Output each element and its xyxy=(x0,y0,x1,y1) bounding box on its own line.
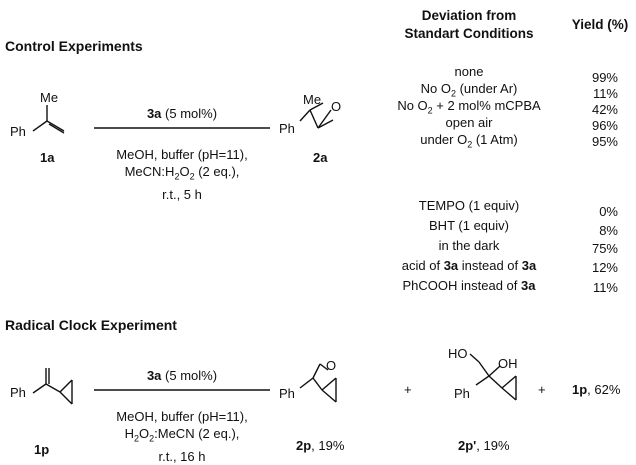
label-2a-ph: Ph xyxy=(279,121,295,136)
compound-label-1p: 1p xyxy=(34,442,50,457)
catalyst-text-1: 3a (5 mol%) xyxy=(146,106,218,121)
label-1p-ph: Ph xyxy=(10,385,26,400)
label-1a-me: Me xyxy=(40,90,59,105)
label-2p-o: O xyxy=(326,358,337,373)
structure-1p xyxy=(32,368,73,405)
label-2pprime-ho: HO xyxy=(448,346,468,361)
header-deviation-line1: Deviation from xyxy=(421,8,517,23)
header-deviation: Deviation from Standart Conditions xyxy=(374,7,564,43)
conditions-2-line2: H2O2:MeCN (2 eq.), xyxy=(124,426,240,444)
label-2a-me: Me xyxy=(303,92,322,107)
label-2pprime-oh: OH xyxy=(498,356,518,371)
deviation-row-3: No O2 + 2 mol% mCPBA xyxy=(397,98,541,116)
structure-2pprime xyxy=(469,353,517,401)
deviation-row-2: No O2 (under Ar) xyxy=(420,81,518,99)
structure-1a xyxy=(32,105,65,134)
conditions-1-line3: r.t., 5 h xyxy=(162,186,202,202)
plus-sign-1: + xyxy=(404,382,412,397)
label-2p-ph: Ph xyxy=(279,386,295,401)
yield-row-7: 8% xyxy=(599,223,618,238)
compound-label-2p: 2p, 19% xyxy=(296,438,345,453)
label-2a-o: O xyxy=(331,99,342,114)
deviation-row-5: under O2 (1 Atm) xyxy=(420,132,518,150)
yield-row-4: 96% xyxy=(591,118,618,133)
conditions-2: MeOH, buffer (pH=11), H2O2:MeCN (2 eq.),… xyxy=(94,408,270,465)
yield-row-2: 11% xyxy=(592,86,618,101)
deviation-row-1: none xyxy=(454,64,484,79)
yield-row-1: 99% xyxy=(591,70,618,85)
catalyst-text-2: 3a (5 mol%) xyxy=(146,368,218,383)
label-1a-ph: Ph xyxy=(10,124,26,139)
deviation-row-7: BHT (1 equiv) xyxy=(429,218,509,233)
section-title-clock: Radical Clock Experiment xyxy=(5,317,177,333)
yield-row-10: 11% xyxy=(592,280,618,295)
deviation-row-9: acid of 3a instead of 3a xyxy=(401,258,537,273)
conditions-1-line2: MeCN:H2O2 (2 eq.), xyxy=(124,164,240,182)
yield-row-8: 75% xyxy=(591,241,618,256)
compound-label-1p-recovered: 1p, 62% xyxy=(572,382,621,397)
header-deviation-line2: Standart Conditions xyxy=(404,26,534,41)
deviation-row-6: TEMPO (1 equiv) xyxy=(418,198,520,213)
yield-row-3: 42% xyxy=(591,102,618,117)
structure-2a xyxy=(299,102,334,129)
conditions-1-line1: MeOH, buffer (pH=11), xyxy=(116,147,248,162)
deviation-row-10: PhCOOH instead of 3a xyxy=(402,278,536,293)
header-yield: Yield (%) xyxy=(571,17,629,32)
yield-row-9: 12% xyxy=(591,260,618,275)
conditions-1: MeOH, buffer (pH=11), MeCN:H2O2 (2 eq.),… xyxy=(94,146,270,203)
label-2pprime-ph: Ph xyxy=(454,386,470,401)
compound-label-2pprime: 2p', 19% xyxy=(458,438,510,453)
deviation-row-8: in the dark xyxy=(438,238,500,253)
yield-row-5: 95% xyxy=(591,134,618,149)
compound-label-2a: 2a xyxy=(313,150,328,165)
conditions-2-line3: r.t., 16 h xyxy=(158,448,206,464)
structure-2p xyxy=(299,363,337,403)
section-title-control: Control Experiments xyxy=(5,38,143,54)
compound-label-1a: 1a xyxy=(40,150,55,165)
yield-row-6: 0% xyxy=(599,204,618,219)
plus-sign-2: + xyxy=(538,382,546,397)
deviation-row-4: open air xyxy=(445,115,493,130)
conditions-2-line1: MeOH, buffer (pH=11), xyxy=(116,409,248,424)
